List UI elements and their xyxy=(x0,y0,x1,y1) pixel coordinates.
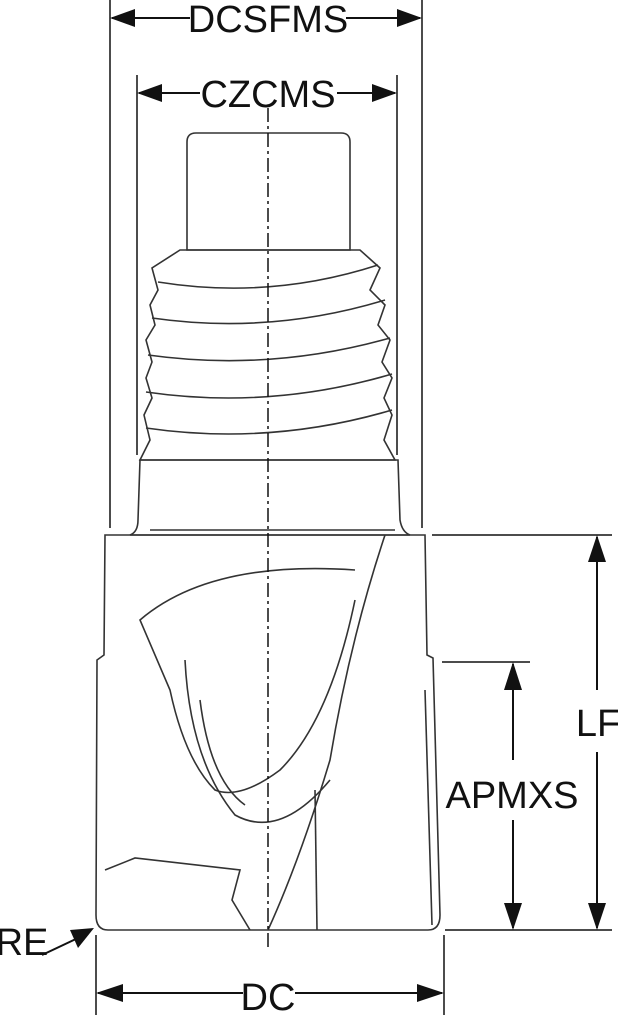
apmxs-label: APMXS xyxy=(445,775,578,817)
arrow-up-icon xyxy=(588,535,606,562)
arrow-right-icon xyxy=(397,9,422,27)
dimension-re: RE xyxy=(0,922,94,964)
arrow-left-icon xyxy=(96,984,123,1002)
arrow-icon xyxy=(70,928,94,948)
dimension-dc: DC xyxy=(96,977,444,1019)
arrow-up-icon xyxy=(504,662,522,690)
czcms-label: CZCMS xyxy=(200,74,335,116)
dimension-czcms: CZCMS xyxy=(137,74,397,116)
dcsfms-label: DCSFMS xyxy=(188,0,348,41)
arrow-left-icon xyxy=(110,9,135,27)
dimension-dcsfms: DCSFMS xyxy=(110,0,422,41)
dimension-apmxs: APMXS xyxy=(445,662,579,930)
re-label: RE xyxy=(0,922,48,964)
dc-label: DC xyxy=(241,977,296,1019)
shank xyxy=(129,132,411,536)
arrow-left-icon xyxy=(137,84,162,102)
arrow-right-icon xyxy=(372,84,397,102)
re-leader-line xyxy=(41,937,79,956)
arrow-down-icon xyxy=(504,903,522,930)
arrow-right-icon xyxy=(417,984,444,1002)
arrow-down-icon xyxy=(588,903,606,930)
cutter-body xyxy=(95,534,441,931)
dimension-lf: LF xyxy=(576,535,618,930)
extension-lines xyxy=(95,0,612,1015)
lf-label: LF xyxy=(576,703,618,745)
